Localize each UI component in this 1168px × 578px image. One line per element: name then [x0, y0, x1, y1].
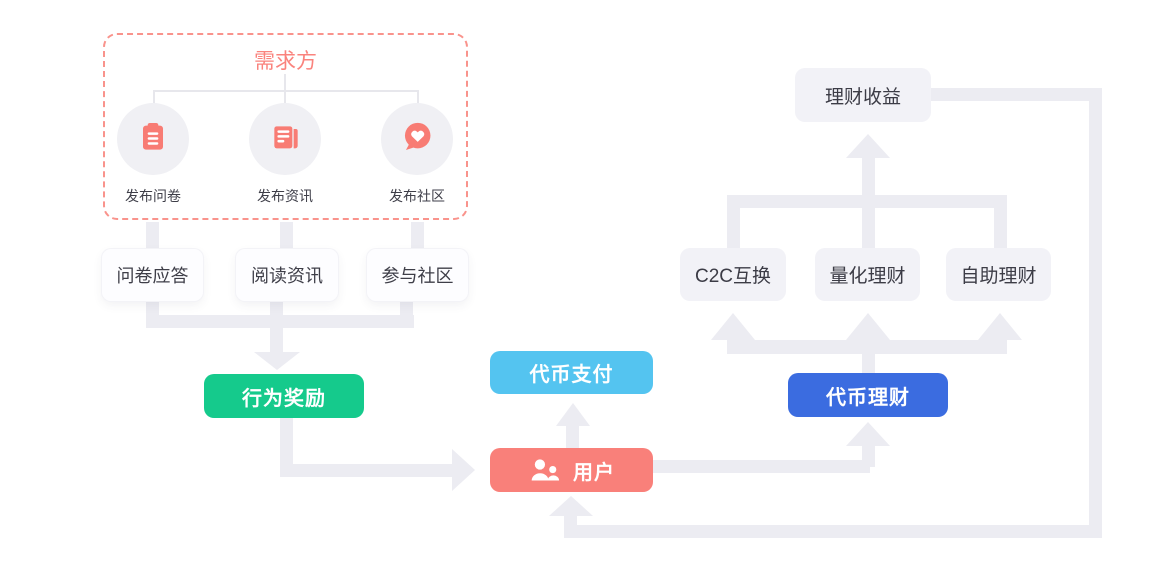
arrowhead-up-icon: [846, 313, 890, 340]
connector: [400, 298, 413, 318]
arrowhead-up-icon: [978, 313, 1022, 340]
arrowhead-up-icon: [711, 313, 755, 340]
connector: [653, 460, 870, 473]
connector: [862, 158, 875, 195]
token-pay-node: 代币支付: [490, 351, 653, 394]
publish-news-circle: [249, 103, 321, 175]
users-icon: [528, 458, 561, 482]
connector: [564, 515, 577, 525]
connector: [146, 315, 414, 328]
arrowhead-up-icon: [846, 134, 890, 158]
connector: [862, 446, 875, 467]
connector: [1089, 88, 1102, 538]
connector: [280, 222, 293, 252]
token-finance-node: 代币理财: [788, 373, 948, 417]
tree-line: [417, 90, 419, 105]
arrowhead-up-icon: [549, 496, 593, 516]
connector: [994, 195, 1007, 248]
tree-line: [153, 90, 155, 105]
connector: [270, 298, 283, 318]
arrowhead-up-icon: [846, 422, 890, 446]
connector: [862, 354, 875, 373]
action-box-read-news: 阅读资讯: [236, 249, 338, 301]
product-box-quant: 量化理财: [815, 248, 920, 301]
publish-news-label: 发布资讯: [257, 188, 313, 204]
demand-group-title: 需求方: [254, 50, 317, 73]
publish-community-circle: [381, 103, 453, 175]
connector: [727, 340, 1007, 354]
arrowhead-down-icon: [254, 352, 300, 370]
connector: [411, 222, 424, 252]
publish-community-label: 发布社区: [389, 188, 445, 204]
action-box-survey-answer: 问卷应答: [102, 249, 203, 301]
demand-group-box: [103, 33, 468, 220]
connector: [146, 298, 159, 318]
product-box-c2c: C2C互换: [680, 248, 786, 301]
connector: [931, 88, 1102, 101]
arrowhead-right-icon: [452, 449, 475, 491]
action-box-join-community: 参与社区: [367, 249, 468, 301]
user-node: 用户: [490, 448, 653, 492]
tree-line: [284, 74, 286, 91]
finance-income-box: 理财收益: [795, 68, 931, 122]
clipboard-icon: [137, 121, 169, 158]
publish-survey-circle: [117, 103, 189, 175]
connector: [564, 525, 1102, 538]
news-icon: [269, 121, 301, 158]
chat-heart-icon: [400, 120, 434, 159]
connector: [280, 464, 452, 477]
tree-line: [284, 90, 286, 105]
arrowhead-up-icon: [556, 403, 590, 426]
connector: [727, 195, 1007, 208]
connector: [862, 195, 875, 248]
connector: [727, 195, 740, 248]
connector: [280, 418, 293, 477]
tree-line: [153, 90, 419, 92]
connector: [146, 222, 159, 252]
publish-survey-label: 发布问卷: [125, 188, 181, 204]
user-node-label: 用户: [573, 461, 615, 484]
product-box-self: 自助理财: [946, 248, 1051, 301]
connector: [270, 328, 283, 352]
reward-node: 行为奖励: [204, 374, 364, 418]
connector: [566, 426, 579, 448]
